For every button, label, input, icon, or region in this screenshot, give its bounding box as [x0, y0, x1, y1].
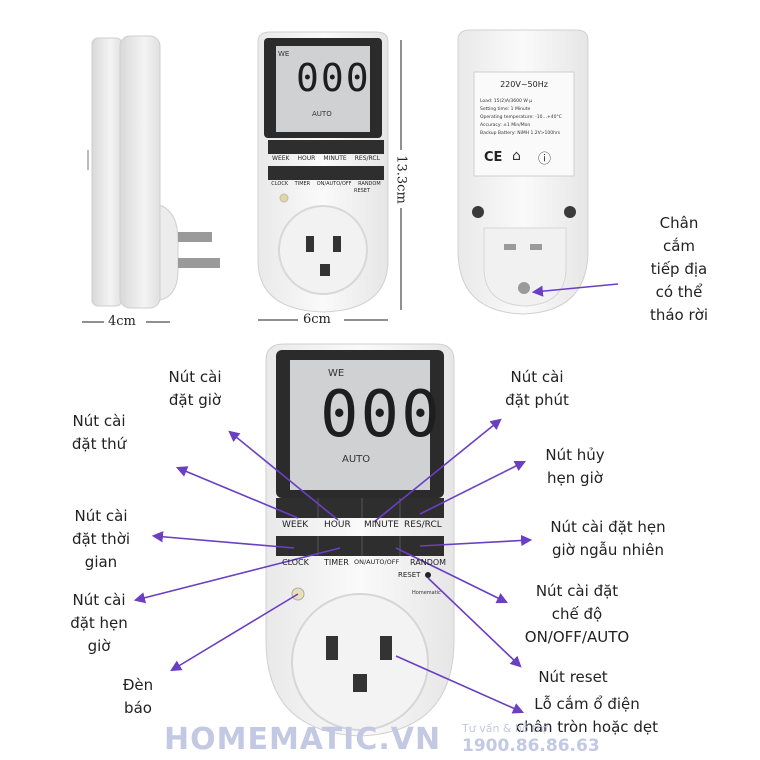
mode-button[interactable]: ON/AUTO/OFF	[354, 558, 400, 566]
callout-line: Nút cài	[72, 412, 126, 430]
back-spec-line: Backup Battery: NiMH 1.2V>100hrs	[480, 131, 561, 136]
back-spec-line: Setting time: 1 Minute	[480, 107, 531, 112]
manual-icon: ⓘ	[538, 152, 552, 167]
callout-mode-button: Nút cài đặt chế độ ON/OFF/AUTO	[512, 580, 642, 649]
clock-button[interactable]: CLOCK	[282, 558, 309, 567]
brand-badge: Homematic	[412, 590, 441, 596]
callout-line: đặt phút	[505, 391, 569, 409]
callout-line: tháo rời	[649, 306, 709, 324]
callout-plug-ground: Chân cắm tiếp địa có thể tháo rời	[644, 212, 714, 327]
side-plug-pin	[178, 232, 212, 242]
callout-line: gian	[84, 553, 118, 571]
reset-label: RESET	[398, 571, 421, 579]
callout-line: giờ ngẫu nhiên	[551, 541, 665, 559]
watermark-phone: 1900.86.86.63	[462, 736, 600, 756]
res-rcl-button[interactable]: RES/RCL	[404, 520, 442, 530]
small-lcd-digits: 000	[296, 56, 371, 100]
callout-line: hẹn giờ	[547, 469, 603, 487]
small-week-label: WEEK	[272, 155, 290, 162]
height-dimension: 13.3cm	[393, 155, 409, 204]
small-res-label: RES/RCL	[354, 155, 380, 162]
depth-dimension: 4cm	[108, 314, 136, 329]
callout-line: đặt giờ	[168, 391, 222, 409]
front-view-small	[257, 31, 389, 313]
callout-line: ON/OFF/AUTO	[524, 628, 630, 646]
callout-line: chân tròn hoặc dẹt	[516, 718, 658, 736]
small-minute-label: MINUTE	[323, 155, 347, 162]
callout-line: Nút cài	[168, 368, 222, 386]
side-plug-pin	[178, 258, 220, 268]
small-lcd-day: WE	[278, 50, 290, 58]
back-spec-line: Accuracy: ±1 Min/Mon	[480, 123, 531, 128]
callout-indicator-light: Đèn báo	[108, 674, 168, 720]
lcd-day: WE	[328, 368, 345, 379]
small-timer-label: TIMER	[294, 181, 311, 187]
callout-line: Đèn	[122, 676, 154, 694]
front-view-large	[265, 343, 455, 737]
callout-line: đặt thời	[71, 530, 131, 548]
week-button[interactable]: WEEK	[282, 520, 309, 530]
callout-random-button: Nút cài đặt hẹn giờ ngẫu nhiên	[528, 516, 688, 562]
callout-week-button: Nút cài đặt thứ	[54, 410, 144, 456]
callout-reset-button: Nút reset	[528, 666, 618, 689]
back-spec-line: Load: 15(2)A/3600 W μ	[480, 99, 533, 104]
callout-socket: Lỗ cắm ổ điện chân tròn hoặc dẹt	[512, 693, 662, 739]
small-hour-label: HOUR	[297, 155, 316, 162]
callout-line: Lỗ cắm ổ điện	[534, 695, 640, 713]
button-labels-row1: WEEK HOUR MINUTE RES/RCL	[276, 520, 444, 534]
callout-line: Nút cài đặt hẹn	[550, 518, 666, 536]
small-clock-label: CLOCK	[271, 181, 289, 187]
random-button[interactable]: RANDOM	[410, 558, 447, 567]
small-button-labels-row1: WEEK HOUR MINUTE RES/RCL	[268, 155, 384, 162]
callout-line: Chân	[659, 214, 699, 232]
watermark-brand: HOMEMATIC.VN	[164, 722, 442, 757]
callout-arrows	[133, 283, 619, 714]
callout-line: báo	[124, 699, 152, 717]
watermark-consult: Tư vấn & hỗ trợ	[462, 722, 548, 735]
callout-line: Nút cài	[510, 368, 564, 386]
callout-hour-button: Nút cài đặt giờ	[150, 366, 240, 412]
button-row-1-bg	[276, 498, 444, 518]
callout-line: Nút hủy	[545, 446, 605, 464]
callout-clock-button: Nút cài đặt thời gian	[56, 505, 146, 574]
lcd-mode: AUTO	[342, 454, 371, 465]
back-spec-lines: Load: 15(2)A/3600 W μ Setting time: 1 Mi…	[480, 98, 562, 138]
back-spec-line: Operating temperature: -10…+40°C	[480, 115, 562, 120]
back-voltage: 220V~50Hz	[500, 80, 548, 89]
callout-line: có thể	[655, 283, 703, 301]
callout-line: Nút cài đặt	[535, 582, 619, 600]
callout-minute-button: Nút cài đặt phút	[492, 366, 582, 412]
callout-line: đặt thứ	[71, 435, 127, 453]
dimension-lines	[82, 40, 402, 323]
minute-button[interactable]: MINUTE	[364, 520, 399, 530]
hour-button[interactable]: HOUR	[324, 520, 351, 530]
home-icon: ⌂	[512, 148, 521, 164]
callout-timer-button: Nút cài đặt hẹn giờ	[54, 589, 144, 658]
back-view	[457, 29, 589, 315]
lcd-digits: 000	[320, 378, 442, 452]
callout-line: Nút cài	[72, 591, 126, 609]
small-button-labels-row2: CLOCK TIMER ON/AUTO/OFF RANDOM	[268, 181, 384, 187]
small-mode-label: ON/AUTO/OFF	[316, 181, 352, 187]
button-labels-row2: CLOCK TIMER ON/AUTO/OFF RANDOM	[276, 558, 446, 570]
callout-line: đặt hẹn	[70, 614, 128, 632]
small-lcd-mode: AUTO	[312, 110, 332, 118]
small-reset-label: RESET	[354, 188, 371, 194]
ce-mark: CE	[484, 150, 503, 165]
callout-line: cắm	[662, 237, 696, 255]
callout-line: Nút reset	[538, 668, 608, 686]
callout-line: giờ	[87, 637, 111, 655]
callout-line: tiếp địa	[650, 260, 708, 278]
callout-cancel-button: Nút hủy hẹn giờ	[530, 444, 620, 490]
callout-line: chế độ	[551, 605, 603, 623]
side-view	[87, 35, 220, 309]
timer-button[interactable]: TIMER	[324, 558, 349, 567]
small-random-label: RANDOM	[358, 181, 381, 187]
callout-line: Nút cài	[74, 507, 128, 525]
button-row-2-bg	[276, 536, 444, 556]
width-dimension: 6cm	[303, 312, 331, 327]
